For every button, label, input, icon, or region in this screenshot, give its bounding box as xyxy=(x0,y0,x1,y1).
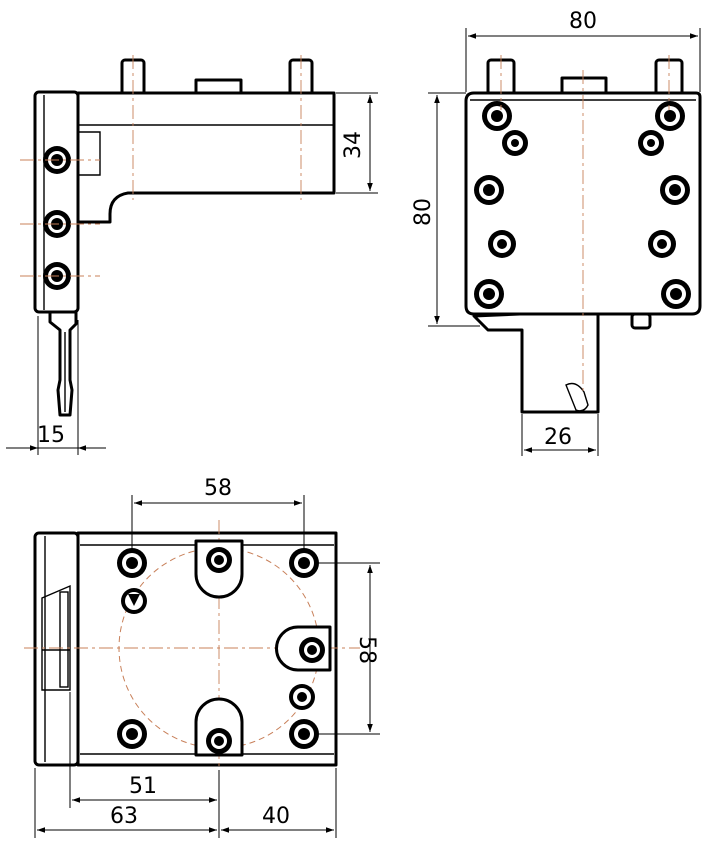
dim-right-length: 40 xyxy=(262,804,290,829)
top-tool-slot xyxy=(41,584,71,691)
dim-front-width: 80 xyxy=(569,9,597,34)
top-holes xyxy=(117,547,325,754)
dim-shank-width: 26 xyxy=(544,425,572,450)
front-shank xyxy=(472,312,600,414)
front-holes xyxy=(474,101,691,309)
top-view: 58 58 51 63 40 xyxy=(24,476,380,838)
dim-axis-offset: 51 xyxy=(129,774,157,799)
dim-front-height: 80 xyxy=(411,198,436,226)
front-screw xyxy=(630,312,652,330)
top-flange xyxy=(33,531,80,767)
side-tool xyxy=(48,310,78,417)
dim-left-length: 63 xyxy=(110,804,138,829)
side-body xyxy=(76,91,336,224)
front-view: 80 80 26 xyxy=(411,9,702,456)
dim-tool-offset: 15 xyxy=(37,423,65,448)
dim-side-height: 34 xyxy=(341,131,366,159)
dim-hole-spacing-x: 58 xyxy=(204,476,232,501)
side-view: 34 15 xyxy=(6,55,378,455)
dim-hole-spacing-y: 58 xyxy=(354,636,379,664)
